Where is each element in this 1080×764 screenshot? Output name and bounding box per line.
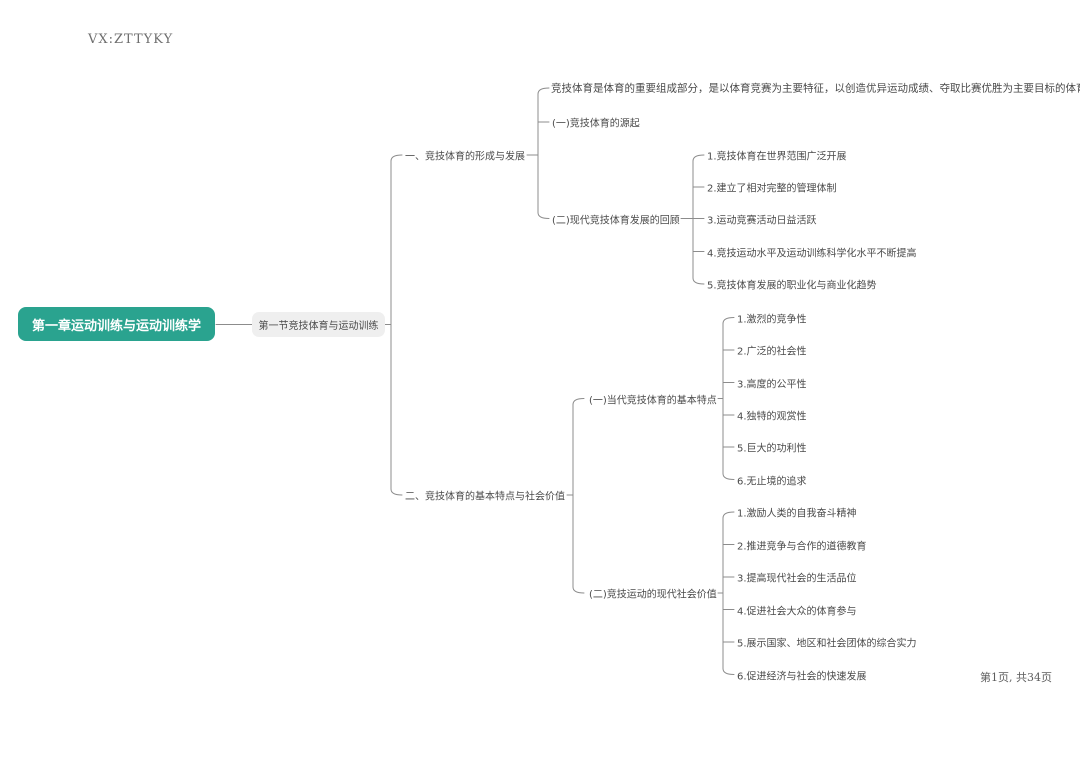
branch2-label: 二、竞技体育的基本特点与社会价值 <box>405 491 565 503</box>
connector <box>692 154 705 285</box>
connector <box>537 87 550 219</box>
leaf-node: 1.激烈的竞争性 <box>737 314 807 325</box>
branch1-sub2-label: (二)现代竞技体育发展的回顾 <box>552 215 680 226</box>
root-node-label: 第一章运动训练与运动训练学 <box>31 318 201 334</box>
leaf-node: 6.促进经济与社会的快速发展 <box>737 671 867 682</box>
leaf-node: 2.推进竞争与合作的道德教育 <box>737 541 867 552</box>
leaf-node: 3.高度的公平性 <box>737 379 807 390</box>
section-node-label: 第一节竞技体育与运动训练 <box>258 321 379 332</box>
watermark-text: VX:ZTTYKY <box>88 32 174 47</box>
leaf-node: 2.广泛的社会性 <box>737 346 807 358</box>
root-node-chapter1: 第一章运动训练与运动训练学 <box>18 307 215 341</box>
connector <box>722 511 735 675</box>
branch2-sub1-label: (一)当代竞技体育的基本特点 <box>589 395 717 406</box>
connector <box>722 317 735 480</box>
leaf-node: 5.巨大的功利性 <box>737 443 807 455</box>
branch1-label: 一、竞技体育的形成与发展 <box>405 151 525 163</box>
leaf-node: 1.竞技体育在世界范围广泛开展 <box>707 151 847 163</box>
connector <box>390 154 403 496</box>
leaf-node: 4.促进社会大众的体育参与 <box>737 606 857 617</box>
leaf-node: 4.独特的观赏性 <box>737 411 807 423</box>
leaf-node: 5.竞技体育发展的职业化与商业化趋势 <box>707 280 877 292</box>
leaf-node: 6.无止境的追求 <box>737 476 807 487</box>
leaf-node: 5.展示国家、地区和社会团体的综合实力 <box>737 638 917 650</box>
branch2-sub2-label: (二)竞技运动的现代社会价值 <box>589 589 717 601</box>
branch1-sub1-label: (一)竞技体育的源起 <box>552 118 640 130</box>
section-node: 第一节竞技体育与运动训练 <box>252 312 385 337</box>
connector <box>572 398 585 594</box>
leaf-node: 2.建立了相对完整的管理体制 <box>707 183 837 195</box>
leaf-node: 4.竞技运动水平及运动训练科学化水平不断提高 <box>707 248 917 259</box>
leaf-node: 1.激励人类的自我奋斗精神 <box>737 508 857 520</box>
leaf-node: 3.运动竞赛活动日益活跃 <box>707 215 817 226</box>
page-number: 第1页, 共34页 <box>980 671 1052 684</box>
branch1-note: 竞技体育是体育的重要组成部分，是以体育竞赛为主要特征，以创造优异运动成绩、夺取比… <box>551 82 1080 95</box>
leaf-node: 3.提高现代社会的生活品位 <box>737 573 857 585</box>
